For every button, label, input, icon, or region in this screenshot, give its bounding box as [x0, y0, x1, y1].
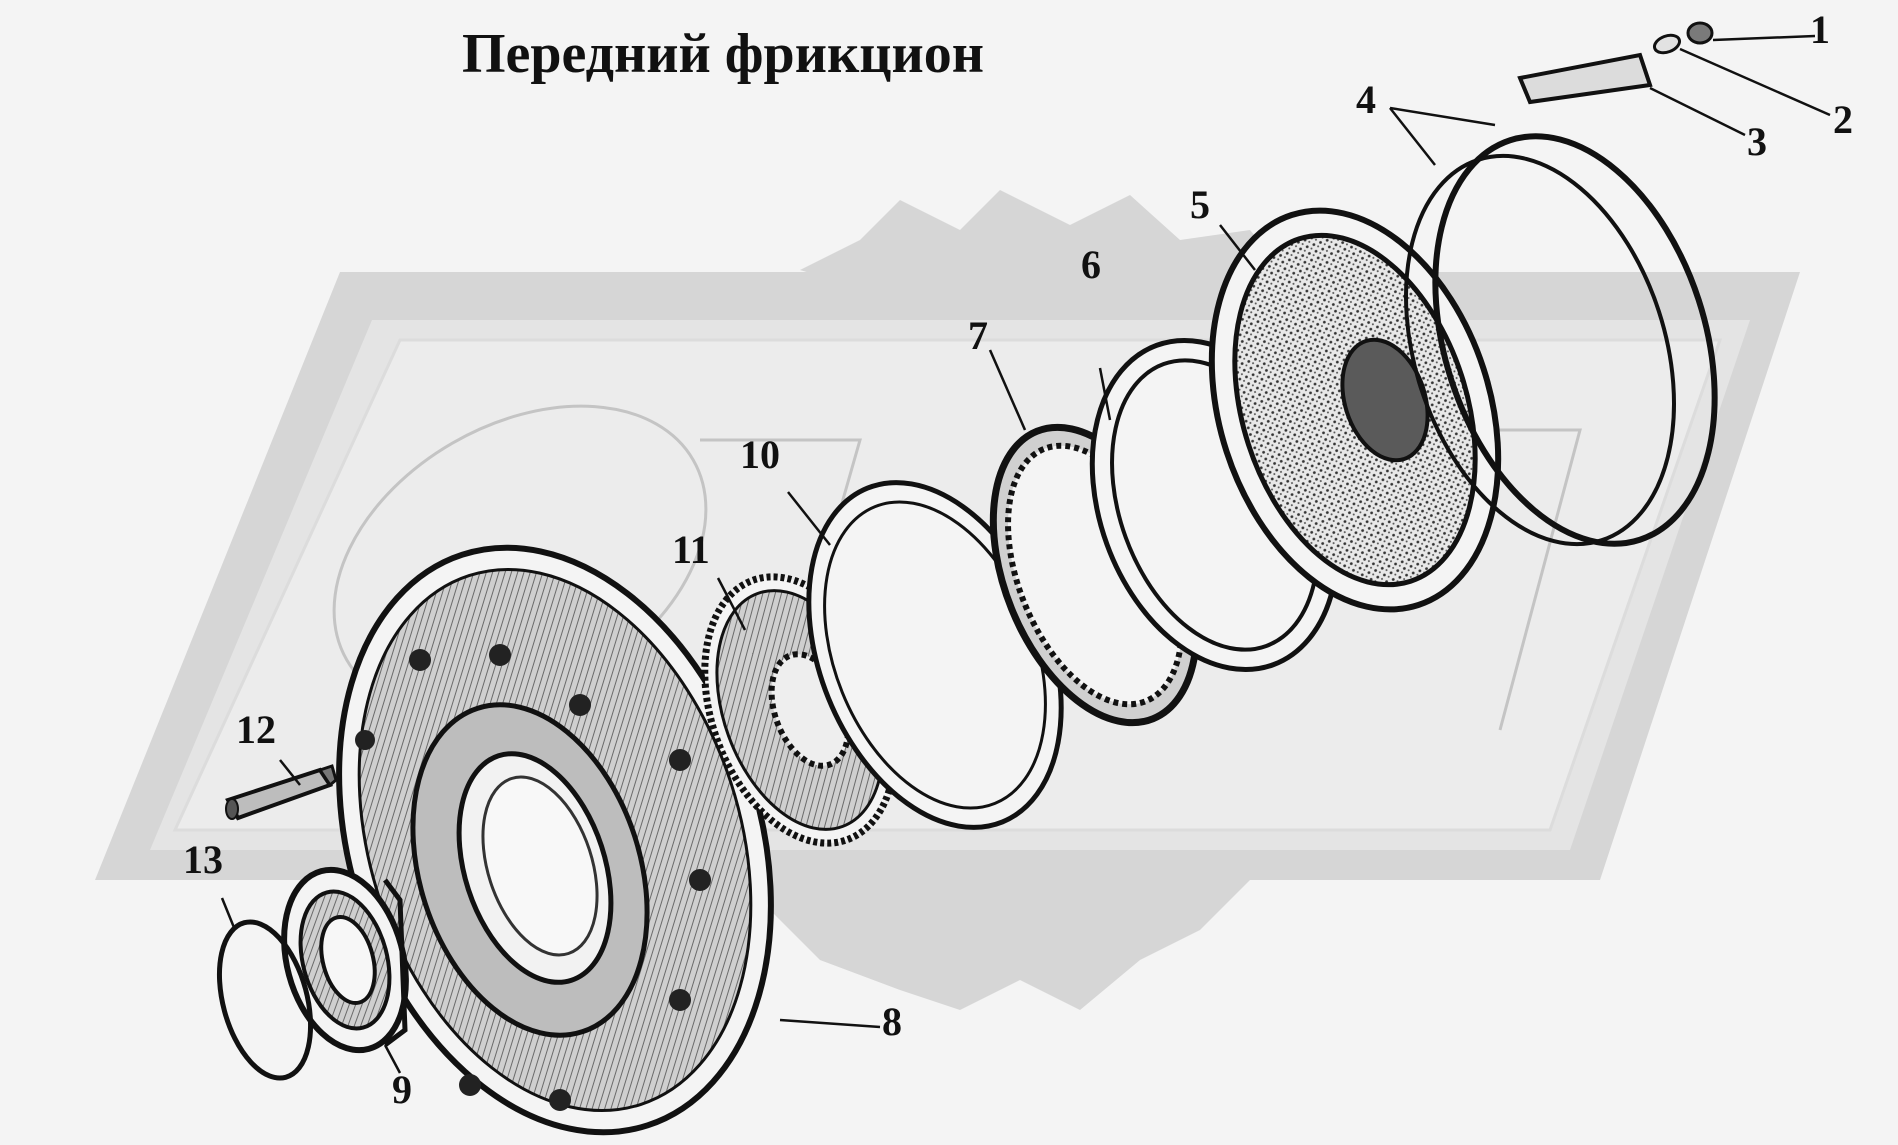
callout-3: 3 [1747, 119, 1767, 164]
callout-7: 7 [968, 313, 988, 358]
leader-lines [220, 34, 1831, 1074]
callout-12: 12 [236, 707, 276, 752]
callout-1: 1 [1810, 7, 1830, 52]
part-12-pin [225, 764, 338, 821]
part-1-nut [1686, 21, 1714, 45]
callout-10: 10 [740, 432, 780, 477]
diagram-title: Передний фрикцион [462, 23, 985, 85]
callout-6: 6 [1081, 242, 1101, 287]
part-8-housing [336, 544, 774, 1136]
callout-11: 11 [672, 527, 710, 572]
part-9-bearing [281, 866, 409, 1054]
callout-5: 5 [1190, 182, 1210, 227]
callout-4: 4 [1356, 77, 1376, 122]
callout-9: 9 [392, 1067, 412, 1112]
callout-2: 2 [1833, 97, 1853, 142]
part-13-snap-ring [216, 919, 314, 1081]
part-3-lock-plate [1517, 52, 1653, 105]
part-4-rings [1404, 133, 1718, 547]
callout-8: 8 [882, 999, 902, 1044]
callout-13: 13 [183, 837, 223, 882]
part-2-washer [1652, 33, 1682, 55]
part-5-pressure-plate [1208, 207, 1502, 613]
